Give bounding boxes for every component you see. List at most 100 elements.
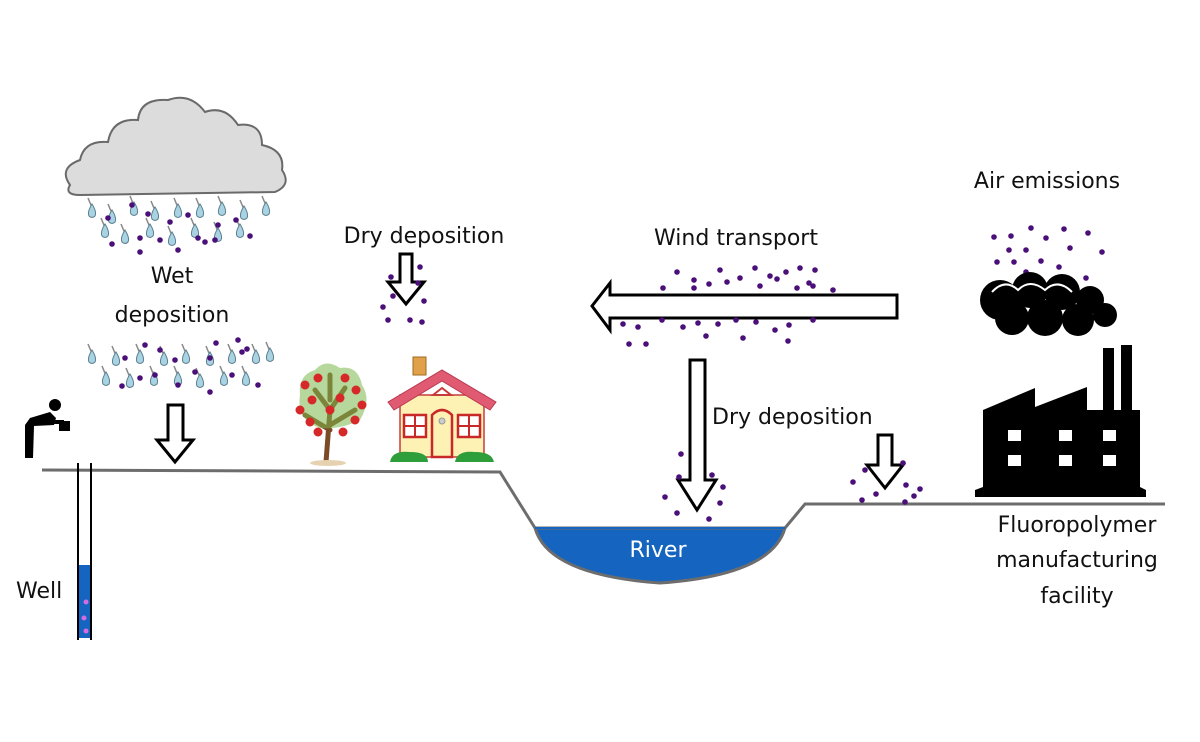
particle-dot (720, 484, 726, 490)
facility-label-line2: manufacturing (996, 548, 1158, 573)
particle-dot (1023, 247, 1029, 253)
particle-dot (783, 269, 789, 275)
particle-dot (1008, 233, 1014, 239)
rain-cloud-icon (64, 96, 287, 197)
wind-transport-label: Wind transport (654, 226, 818, 251)
particle-dot (706, 516, 712, 522)
apple (351, 385, 361, 395)
raindrop-icon (251, 349, 261, 364)
particle-dot (213, 340, 219, 346)
particle-dot (235, 337, 241, 343)
dry-deposition-facility-arrow (863, 433, 907, 491)
particle-dot (244, 346, 250, 352)
raindrop-icon (120, 229, 130, 244)
particle-dot (620, 321, 626, 327)
particle-dot (850, 479, 856, 485)
particle-dot (407, 317, 413, 323)
particle-dot (172, 357, 178, 363)
particle-dot (830, 287, 836, 293)
raindrop-icon (195, 373, 205, 388)
particle-dot (902, 499, 908, 505)
raindrop-icon (173, 203, 183, 218)
particles-wind (620, 265, 836, 347)
particle-dot (137, 235, 143, 241)
particle-dot (786, 322, 792, 328)
particle-dot (680, 324, 686, 330)
apple (350, 415, 360, 425)
particle-dot (715, 321, 721, 327)
particle-dot (709, 472, 715, 478)
raindrop-icon (145, 223, 155, 238)
particle-dot (733, 317, 739, 323)
particle-dot (137, 375, 143, 381)
particle-dot (157, 237, 163, 243)
particle-dot (1085, 230, 1091, 236)
raindrop-icon (101, 371, 111, 386)
particle-dot (1061, 226, 1067, 232)
particle-dot (145, 211, 151, 217)
dry-deposition-river-label: Dry deposition (712, 405, 873, 430)
particle-dot (772, 327, 778, 333)
particle-dot (626, 341, 632, 347)
particle-dot (167, 219, 173, 225)
particle-dot (229, 372, 235, 378)
raindrop-icon (219, 371, 229, 386)
particle-dot (119, 383, 125, 389)
raindrop-icon (100, 223, 110, 238)
particle-dot (207, 389, 213, 395)
particle-dot (703, 333, 709, 339)
particle-dot (757, 283, 763, 289)
dry-deposition-river-arrow (675, 358, 719, 513)
particle-dot (212, 237, 218, 243)
particle-dot (752, 265, 758, 271)
facility-label-line3: facility (1040, 584, 1113, 609)
particle-dot (717, 500, 723, 506)
factory-icon (975, 345, 1146, 497)
river-water (533, 526, 787, 585)
particle-dot (753, 319, 759, 325)
apple (335, 393, 345, 403)
particle-dot (247, 233, 253, 239)
particle-dot (255, 382, 261, 388)
wet-deposition-arrow (153, 403, 197, 465)
particles-facility-ground (850, 460, 923, 505)
raindrop-icon (167, 231, 177, 246)
particle-dot (207, 355, 213, 361)
person-drinking-icon (25, 399, 70, 458)
raindrop-icon (227, 349, 237, 364)
particle-dot (1099, 249, 1105, 255)
particle-dot (1028, 225, 1034, 231)
particle-dot (129, 202, 135, 208)
particle-dot (385, 317, 391, 323)
particle-dot (873, 491, 879, 497)
particles-river (662, 451, 726, 522)
wind-transport-arrow (590, 278, 899, 335)
particles-house (380, 264, 427, 325)
particle-dot (740, 335, 746, 341)
raindrop-icon (87, 203, 97, 218)
particle-dot (691, 285, 697, 291)
well-icon (77, 463, 92, 640)
particle-dot (810, 317, 816, 323)
particle-dot (109, 241, 115, 247)
particle-dot (706, 281, 712, 287)
particle-dot (862, 467, 868, 473)
particle-dot (859, 497, 865, 503)
particle-dot (676, 474, 682, 480)
raindrop-icon (87, 349, 97, 364)
particle-dot (643, 341, 649, 347)
particle-dot (991, 234, 997, 240)
raindrop-icon (159, 351, 169, 366)
raindrop-icon (241, 371, 251, 386)
raindrop-icon (150, 206, 160, 221)
raindrop-icon (111, 351, 121, 366)
particle-dot (810, 283, 816, 289)
particle-dot (175, 382, 181, 388)
particle-dot (678, 451, 684, 457)
particle-dot (660, 285, 666, 291)
raindrop-icon (261, 201, 271, 216)
particle-dot (674, 269, 680, 275)
particle-dot (691, 277, 697, 283)
apple (305, 417, 315, 427)
